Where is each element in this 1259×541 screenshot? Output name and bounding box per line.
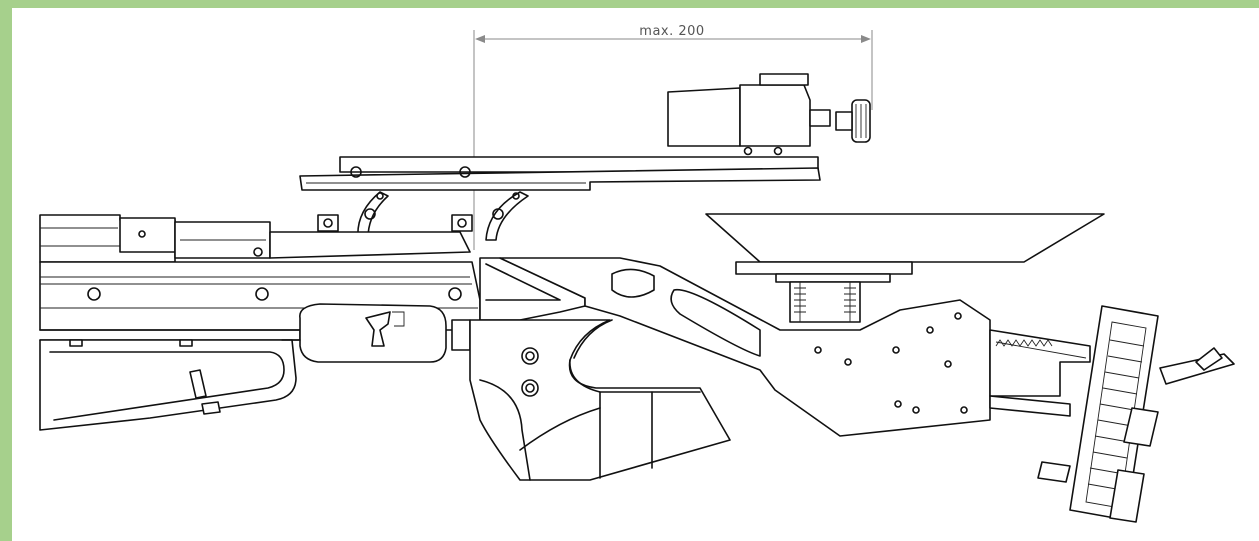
dimension-label: max. 200 — [639, 24, 704, 39]
cheek-piece — [299, 73, 871, 241]
screw — [448, 287, 462, 301]
screw — [255, 287, 269, 301]
tray-assembly — [705, 213, 1105, 323]
screw — [521, 379, 539, 397]
screw — [521, 347, 539, 365]
screw — [87, 287, 101, 301]
screw — [459, 166, 471, 178]
dimension-annotation: max. 200 — [473, 24, 873, 250]
drawing-frame: max. 200 — [12, 8, 1259, 541]
butt-plate — [989, 305, 1235, 523]
trigger — [365, 311, 391, 347]
forend — [39, 214, 481, 431]
rifle-stock-drawing: max. 200 — [39, 24, 1235, 523]
screw — [350, 166, 362, 178]
